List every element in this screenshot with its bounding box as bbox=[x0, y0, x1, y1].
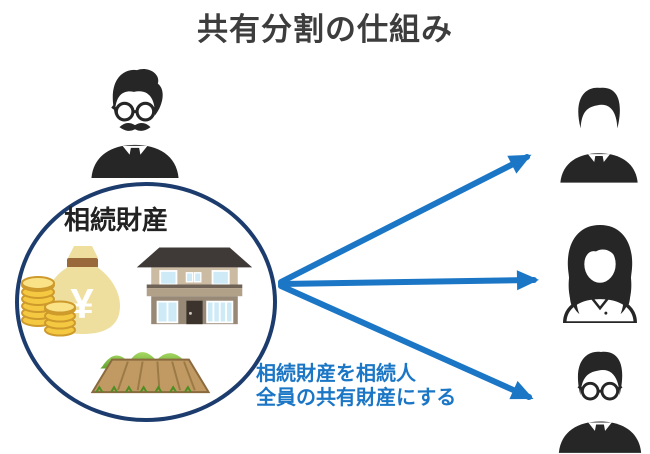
arrow-to-heir-1 bbox=[278, 154, 532, 285]
house-icon bbox=[136, 247, 253, 325]
mustache bbox=[119, 122, 151, 131]
estate-circle-label: 相続財産 bbox=[64, 205, 169, 235]
caption: 相続財産を相続人 全員の共有財産にする bbox=[256, 362, 456, 411]
face bbox=[584, 245, 616, 283]
money-bag-and-coins-icon: ¥ bbox=[21, 246, 120, 337]
lower-windows bbox=[156, 300, 234, 324]
roof bbox=[136, 247, 253, 268]
gold-coins-icon bbox=[21, 276, 76, 337]
hair bbox=[577, 351, 623, 396]
yen-symbol: ¥ bbox=[70, 280, 94, 327]
heir-1-man-icon bbox=[560, 87, 638, 183]
fringe bbox=[582, 235, 618, 267]
farmland-icon bbox=[90, 352, 211, 394]
person-body bbox=[91, 124, 179, 178]
estate-circle: 相続財産 ¥ bbox=[15, 182, 277, 422]
arrow-to-heir-2 bbox=[278, 270, 539, 291]
heir-3-man-glasses-icon bbox=[558, 351, 642, 453]
caption-line-1: 相続財産を相続人 bbox=[256, 363, 416, 385]
hair bbox=[112, 68, 163, 116]
heir-2-woman-icon bbox=[563, 224, 637, 323]
face bbox=[582, 100, 616, 142]
page-title: 共有分割の仕組み bbox=[197, 12, 453, 47]
field-plot bbox=[90, 358, 211, 394]
upper-windows bbox=[159, 270, 230, 286]
caption-line-2: 全員の共有財産にする bbox=[256, 387, 457, 410]
grass-tufts bbox=[95, 385, 192, 393]
glasses-icon bbox=[111, 101, 159, 122]
hair bbox=[578, 87, 620, 129]
door bbox=[186, 300, 203, 325]
decedent-elder-man-icon bbox=[91, 68, 179, 178]
glasses-icon bbox=[577, 381, 623, 401]
